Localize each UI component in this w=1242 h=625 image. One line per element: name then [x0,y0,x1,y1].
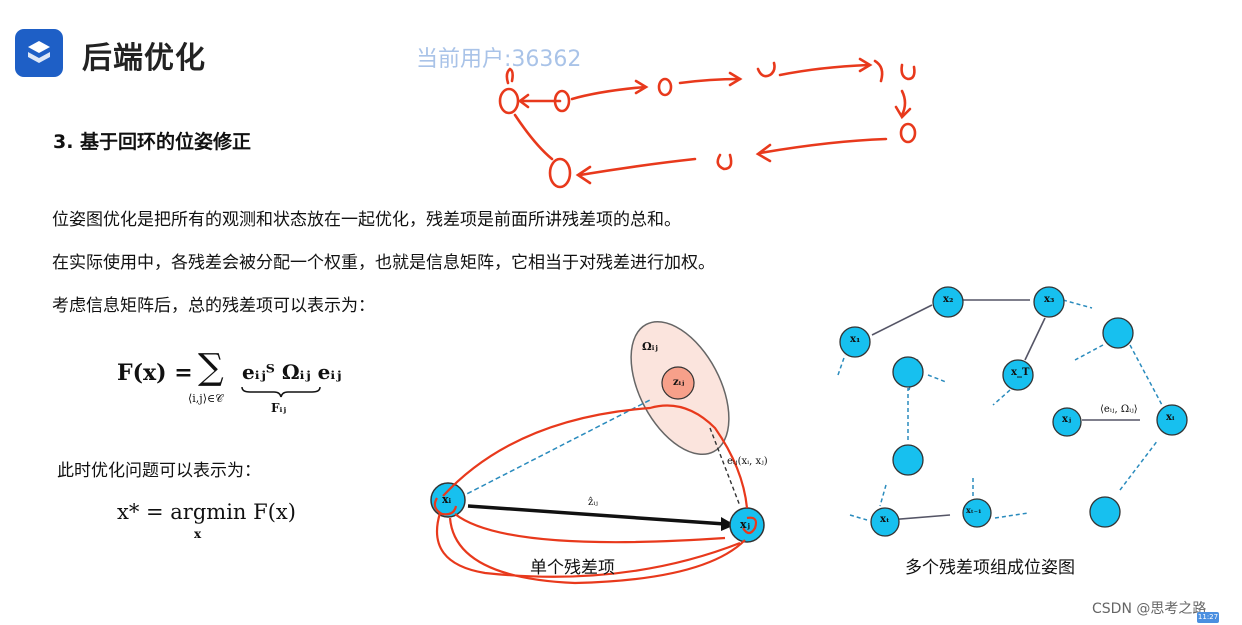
csdn-watermark: CSDN @思考之路 [1092,601,1207,617]
pose-graph-diagram [837,286,1188,537]
sum-subscript: ⟨i,j⟩∈𝒞 [188,392,224,405]
error-label: eᵢⱼ(xᵢ, xⱼ) [727,456,768,467]
caption-single: 单个残差项 [530,558,615,578]
section-title: 3. 基于回环的位姿修正 [53,131,252,153]
page-title: 后端优化 [82,41,206,76]
node-xt1-label: xₜ₋₁ [966,505,982,515]
user-watermark: 当前用户:36362 [416,47,582,72]
logo-icon [28,41,50,63]
node-xT-label: x_T [1011,367,1030,378]
node-x2-label: x₂ [943,294,954,305]
formula-body: eᵢⱼᵀ Ωᵢⱼ eᵢⱼ [242,360,342,384]
paragraph: 位姿图优化是把所有的观测和状态放在一起优化，残差项是前面所讲残差项的总和。 [52,210,681,230]
dashed-edge [452,399,651,502]
argmin-subscript: x [194,527,202,541]
underbrace-label: Fᵢⱼ [271,401,287,415]
node-x3-label: x₃ [1044,294,1055,305]
underbrace [241,386,321,398]
time-badge: 11:27 [1197,612,1219,623]
caption-graph: 多个残差项组成位姿图 [905,558,1075,578]
node-xt-label: xₜ [880,514,890,525]
single-residual-diagram [430,320,765,585]
z-node [661,366,695,400]
paragraph: 此时优化问题可以表示为： [57,461,261,481]
paragraph: 在实际使用中，各残差会被分配一个权重，也就是信息矩阵，它相当于对残差进行加权。 [52,253,715,273]
paragraph: 考虑信息矩阵后，总的残差项可以表示为： [52,296,375,316]
zhat-arrowhead [721,517,735,531]
zhat-arrow [467,504,726,526]
formula2: x* = argmin F(x) [117,500,296,524]
app-logo [15,29,63,77]
zhat-label: ẑᵢⱼ [588,497,598,508]
xj-label: xⱼ [740,518,751,531]
edge-label: ⟨eᵢⱼ, Ωᵢⱼ⟩ [1100,404,1138,415]
xi-label: xᵢ [442,493,452,506]
node-x1-label: x₁ [850,334,861,345]
z-label: zᵢⱼ [673,377,685,388]
node-xj-label: xⱼ [1062,414,1072,425]
sum-symbol: ∑ [198,347,224,388]
node-xi-label: xᵢ [1166,412,1175,423]
formula-lhs: F(x) = [117,360,193,386]
node-xi [430,482,466,518]
omega-label: Ωᵢⱼ [642,340,658,353]
loop-sketch [498,57,917,189]
